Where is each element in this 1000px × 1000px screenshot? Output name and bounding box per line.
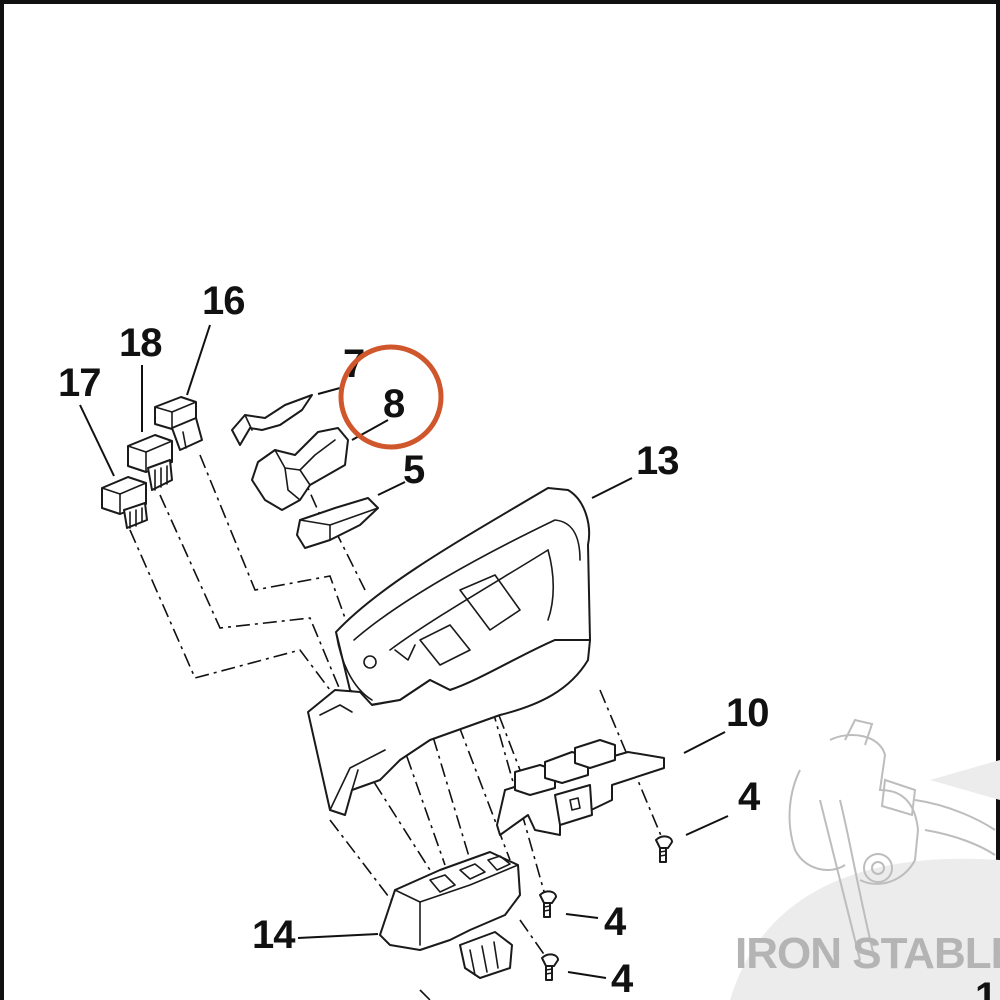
alignment-line-10 xyxy=(469,639,521,771)
part-17-button-cap xyxy=(101,476,148,529)
watermark: IRON STABLE xyxy=(730,718,1000,1000)
leader-4b xyxy=(565,913,599,919)
callout-4-a: 4 xyxy=(738,775,761,819)
callout-4-b: 4 xyxy=(604,900,627,944)
alignment-line-17 xyxy=(129,529,331,691)
leader-16 xyxy=(186,324,211,396)
handlebar-switch-sketch xyxy=(788,718,996,961)
part-18-button-cap xyxy=(127,434,173,491)
alignment-line-18 xyxy=(159,494,341,691)
part-4-screw-3 xyxy=(541,953,559,981)
callout-19-partial: 1 xyxy=(975,975,997,1000)
part-4-screw-1 xyxy=(655,835,673,863)
leader-7 xyxy=(317,387,341,395)
highlight-circle-part-8 xyxy=(338,344,444,450)
watermark-swoosh-2 xyxy=(930,760,1000,800)
callout-10: 10 xyxy=(726,691,769,735)
leader-lines xyxy=(79,324,729,979)
callout-18: 18 xyxy=(119,321,162,365)
alignment-line-screw-b xyxy=(519,919,549,961)
watermark-text: IRON STABLE xyxy=(735,929,1000,978)
leader-10 xyxy=(683,731,726,754)
alignment-line-16 xyxy=(199,454,361,661)
part-14-switch-block xyxy=(379,851,521,979)
callout-16: 16 xyxy=(202,279,245,323)
part-8-rocker-actuator xyxy=(251,427,349,511)
part-16-button-cap xyxy=(154,396,203,451)
alignment-line-screw-a xyxy=(469,629,546,896)
callout-5: 5 xyxy=(403,448,425,492)
callout-17: 17 xyxy=(58,361,101,405)
lower-housing xyxy=(307,639,591,816)
callout-13: 13 xyxy=(636,439,679,483)
part-7-spring-clip xyxy=(231,394,313,446)
callout-4-c: 4 xyxy=(611,957,634,1000)
callout-8: 8 xyxy=(383,382,405,426)
alignment-line-14-f xyxy=(419,989,431,1000)
part-10-switch-block xyxy=(496,739,665,836)
alignment-line-14-b xyxy=(329,819,396,906)
leader-13 xyxy=(591,477,633,499)
watermark-swoosh xyxy=(730,858,1000,1000)
callout-14: 14 xyxy=(252,913,296,957)
leader-5 xyxy=(377,481,406,496)
part-4-screw-2 xyxy=(539,890,557,918)
leader-4a xyxy=(685,815,729,836)
leader-14 xyxy=(297,933,379,939)
leader-4c xyxy=(567,971,607,979)
part-5-wedge-pad xyxy=(296,497,379,549)
leader-17 xyxy=(79,404,115,477)
alignment-line-5 xyxy=(334,529,366,591)
